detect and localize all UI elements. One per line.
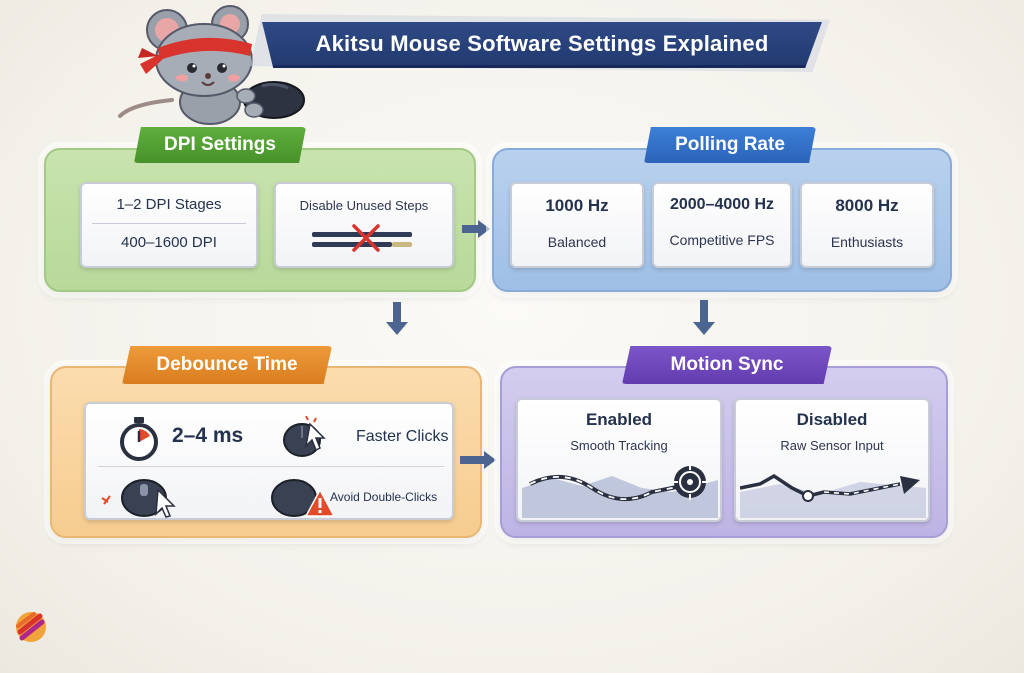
disable-unused-steps-card: Disable Unused Steps xyxy=(274,182,454,268)
debounce-card: 2–4 ms Faster Clicks Avoid Double-Clicks xyxy=(84,402,454,520)
brand-logo xyxy=(16,612,46,642)
arrow-down-right-shaft xyxy=(700,300,708,324)
divider xyxy=(92,223,246,224)
enabled-description: Smooth Tracking xyxy=(570,438,668,453)
debounce-warning: Avoid Double-Clicks xyxy=(330,490,438,504)
polling-option-card: 8000 Hz Enthusiasts xyxy=(800,182,934,268)
enabled-title: Enabled xyxy=(585,410,653,429)
disable-unused-steps-label: Disable Unused Steps xyxy=(299,198,429,213)
polling-option-card: 1000 Hz Balanced xyxy=(510,182,644,268)
polling-rate-value: 8000 Hz xyxy=(835,196,899,215)
polling-rate-label: Balanced xyxy=(547,234,607,250)
arrow-dpi-to-polling-icon xyxy=(478,220,490,238)
mouse-warning-icon xyxy=(271,479,336,517)
smooth-tracking-illustration xyxy=(522,464,718,518)
polling-rate-value: 1000 Hz xyxy=(545,196,609,215)
debounce-value: 2–4 ms xyxy=(172,424,244,447)
debounce-time-header: Debounce Time xyxy=(122,346,332,384)
dpi-range-label: 400–1600 DPI xyxy=(121,234,217,251)
mouse-cursor-icon xyxy=(101,479,176,518)
arrow-down-left-shaft xyxy=(393,302,401,324)
arrow-debounce-to-motion-icon xyxy=(484,451,496,469)
arrow-down-right-icon xyxy=(693,322,715,335)
disabled-description: Raw Sensor Input xyxy=(780,438,884,453)
debounce-benefit: Faster Clicks xyxy=(356,428,449,445)
raw-input-illustration xyxy=(740,473,926,518)
arrow-debounce-to-motion-shaft xyxy=(460,456,486,464)
arrow-dpi-to-polling-shaft xyxy=(462,225,480,233)
polling-rate-header: Polling Rate xyxy=(644,127,816,163)
polling-rate-label: Enthusiasts xyxy=(830,234,904,250)
dpi-settings-header: DPI Settings xyxy=(134,127,306,163)
polling-rate-label: Competitive FPS xyxy=(669,232,775,248)
dpi-stages-card: 1–2 DPI Stages 400–1600 DPI xyxy=(80,182,258,268)
divider xyxy=(98,466,444,467)
motion-sync-enabled-card: Enabled Smooth Tracking xyxy=(516,398,722,522)
arrow-down-left-icon xyxy=(386,322,408,335)
page-title: Akitsu Mouse Software Settings Explained xyxy=(315,30,769,56)
polling-rate-value: 2000–4000 Hz xyxy=(669,196,775,213)
disabled-title: Disabled xyxy=(796,410,868,429)
mouse-mascot-illustration xyxy=(118,5,305,125)
slider-crossed-icon xyxy=(312,224,412,252)
stopwatch-icon xyxy=(120,417,158,461)
dpi-stages-label: 1–2 DPI Stages xyxy=(116,196,222,213)
motion-sync-header: Motion Sync xyxy=(622,346,832,384)
mouse-click-icon xyxy=(283,416,326,457)
title-banner: Akitsu Mouse Software Settings Explained xyxy=(262,22,822,68)
motion-sync-disabled-card: Disabled Raw Sensor Input xyxy=(734,398,930,522)
polling-option-card: 2000–4000 Hz Competitive FPS xyxy=(652,182,792,268)
